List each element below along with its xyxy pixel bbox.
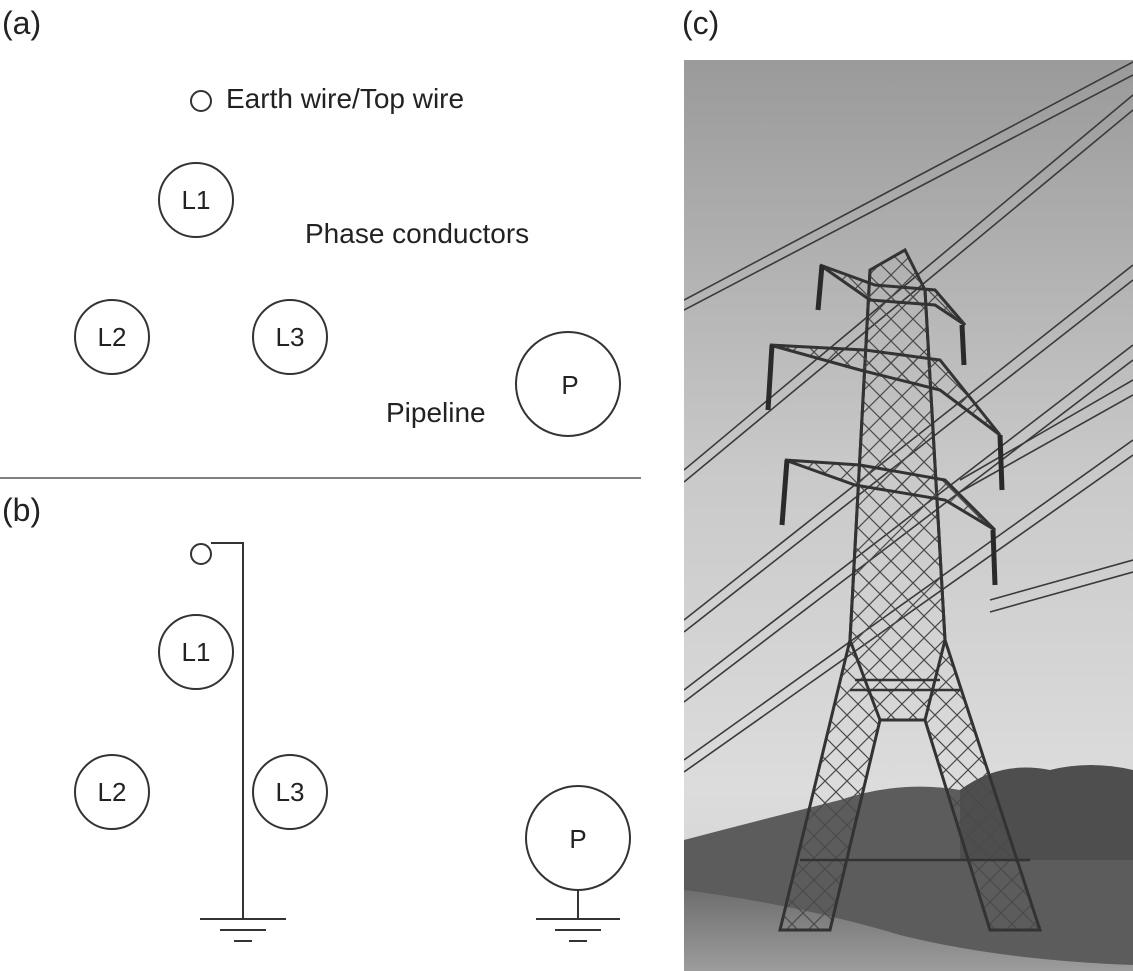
conductor-l1-b: L1 [158,614,234,690]
panel-label-c: (c) [682,5,719,41]
conductor-l3-label: L3 [276,322,305,352]
tower-conductor-line [211,542,244,919]
earth-wire-symbol-b [190,543,212,565]
pipeline-label: Pipeline [386,397,486,428]
pipeline-symbol-label-b: P [569,824,586,854]
conductor-l3-a: L3 [252,299,328,375]
pipeline-a: P [515,331,621,437]
panel-label-b: (b) [2,492,41,528]
earth-wire-symbol [190,90,212,112]
conductor-l2-b: L2 [74,754,150,830]
conductor-l2-label-b: L2 [98,777,127,807]
pipeline-b: P [525,785,631,891]
conductor-l3-label-b: L3 [276,777,305,807]
panel-a: (a) Earth wire/Top wire L1 Phase conduct… [2,5,621,437]
earth-wire-label: Earth wire/Top wire [226,83,464,114]
conductor-l1-a: L1 [158,162,234,238]
panel-label-a: (a) [2,5,41,41]
pylon-photo [684,60,1133,971]
conductor-l2-label: L2 [98,322,127,352]
conductor-l1-label-b: L1 [182,637,211,667]
conductor-l1-label: L1 [182,185,211,215]
pipeline-symbol-label: P [561,370,578,400]
conductor-l2-a: L2 [74,299,150,375]
phase-conductors-label: Phase conductors [305,218,529,249]
ground-symbol-tower [200,918,286,942]
conductor-l3-b: L3 [252,754,328,830]
ground-symbol-pipeline [536,918,620,942]
panel-b: (b) L1 L2 L3 P [2,492,631,942]
